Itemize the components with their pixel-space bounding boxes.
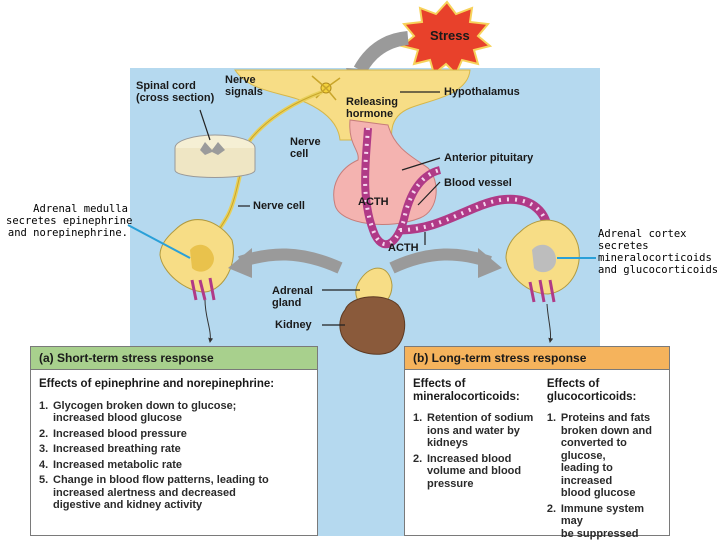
list-item: 2.Increased blood pressure (39, 427, 187, 440)
mineralocorticoids-list: 1.Retention of sodium ions and water by … (413, 412, 547, 490)
adrenal-gland-label: Adrenal gland (272, 285, 313, 309)
nerve-cell-label: Nerve cell (253, 200, 305, 212)
arrow-left-icon (238, 248, 343, 274)
leader-blood-vessel (417, 181, 441, 206)
mineralocorticoids-title: Effects of mineralocorticoids: (413, 378, 520, 403)
stress-label: Stress (430, 28, 470, 43)
leader-adrenal-medulla (127, 224, 191, 259)
arrow-down-left-icon (204, 299, 214, 343)
arrow-right-icon (389, 248, 492, 274)
acth-inside-label: ACTH (358, 196, 389, 208)
list-item: 1.Glycogen broken down to glucose; incre… (39, 399, 237, 425)
kidney-label: Kidney (275, 319, 312, 331)
glucocorticoids-list: 1.Proteins and fats broken down and conv… (547, 412, 665, 540)
acth-label: ACTH (388, 242, 419, 254)
short-term-header: (a) Short-term stress response (31, 347, 317, 370)
stress-arrow-icon (353, 31, 409, 74)
adrenal-medulla-label: Adrenal medulla secretes epinephrine and… (6, 203, 133, 239)
short-term-effects-title: Effects of epinephrine and norepinephrin… (39, 378, 275, 390)
nerve-cell-top-label: Nerve cell (290, 136, 321, 160)
anterior-pituitary-label: Anterior pituitary (444, 152, 534, 164)
short-term-list: 1.Glycogen broken down to glucose; incre… (39, 400, 309, 512)
long-term-header: (b) Long-term stress response (405, 347, 669, 370)
list-item: 5.Change in blood flow patterns, leading… (39, 474, 269, 511)
leader-spinal-cord (199, 109, 211, 141)
releasing-hormone-label: Releasing hormone (346, 96, 398, 120)
list-item: 2.Increased blood volume and blood press… (413, 452, 522, 490)
short-term-box: (a) Short-term stress response Effects o… (30, 346, 318, 536)
list-item: 4.Increased metabolic rate (39, 458, 183, 471)
nerve-signals-label: Nerve signals (225, 74, 263, 98)
glucocorticoids-title: Effects of glucocorticoids: (546, 378, 637, 403)
kidney (339, 296, 406, 355)
spinal-gray-matter (200, 142, 225, 155)
list-item: 1.Proteins and fats broken down and conv… (546, 412, 652, 499)
stress-burst-icon (399, 0, 493, 76)
arrow-down-right-icon (546, 303, 554, 343)
hypothalamus-label: Hypothalamus (444, 86, 520, 98)
adrenal-cortex-label: Adrenal cortex secretes mineralocorticoi… (598, 228, 720, 276)
spinal-cord-label: Spinal cord (cross section) (136, 80, 215, 104)
list-item: 3.Increased breathing rate (39, 443, 181, 455)
list-item: 2.Immune system may be suppressed (546, 502, 645, 540)
leader-anterior-pituitary (401, 157, 441, 171)
long-term-box: (b) Long-term stress response Effects of… (404, 346, 670, 540)
list-item: 1.Retention of sodium ions and water by … (413, 412, 534, 449)
blood-vessel-label: Blood vessel (444, 177, 512, 189)
